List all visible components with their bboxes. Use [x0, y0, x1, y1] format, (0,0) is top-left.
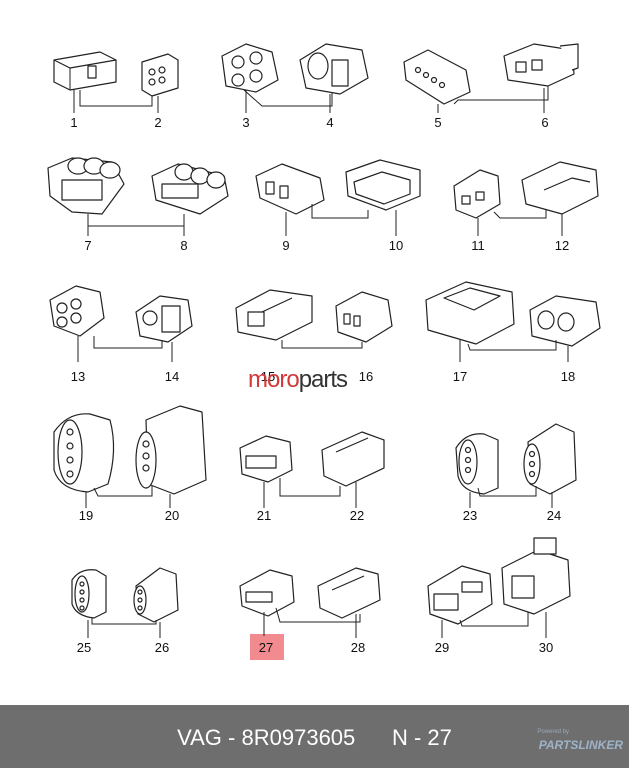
part-25[interactable]: [71, 569, 107, 619]
part-15[interactable]: [235, 289, 313, 341]
part-13[interactable]: [49, 285, 105, 337]
provider-prefix: Powered by: [537, 729, 569, 735]
part-27[interactable]: [239, 569, 295, 617]
part-4[interactable]: [299, 43, 369, 95]
label-19: 19: [79, 508, 93, 523]
label-8: 8: [180, 238, 187, 253]
label-20: 20: [165, 508, 179, 523]
footer-part-info: VAG - 8R0973605 N - 27: [0, 725, 629, 751]
label-27: 27: [259, 640, 273, 655]
part-20[interactable]: [135, 405, 207, 495]
label-3: 3: [242, 115, 249, 130]
connector-diagram: 1 2 3 4 5 6 7 8 9 10 11 12 13 14 15 16 1…: [47, 43, 601, 655]
part-30[interactable]: [501, 537, 571, 615]
part-1[interactable]: [53, 51, 117, 91]
part-19[interactable]: [53, 413, 115, 493]
part-9[interactable]: [255, 163, 325, 215]
part-12[interactable]: [521, 161, 599, 215]
label-6: 6: [541, 115, 548, 130]
label-22: 22: [350, 508, 364, 523]
footer-brand: VAG: [177, 725, 222, 750]
part-17[interactable]: [425, 281, 515, 345]
provider-logo: PARTSLINKER: [538, 738, 623, 752]
label-24: 24: [547, 508, 561, 523]
part-8[interactable]: [151, 163, 229, 215]
label-5: 5: [434, 115, 441, 130]
part-3[interactable]: [221, 43, 279, 93]
label-25: 25: [77, 640, 91, 655]
part-6[interactable]: [503, 43, 579, 87]
label-9: 9: [282, 238, 289, 253]
part-23[interactable]: [455, 433, 499, 495]
watermark-part1: moro: [248, 366, 300, 393]
label-28: 28: [351, 640, 365, 655]
label-11: 11: [471, 238, 485, 253]
label-4: 4: [326, 115, 333, 130]
part-7[interactable]: [47, 157, 125, 215]
label-23: 23: [463, 508, 477, 523]
label-21: 21: [257, 508, 271, 523]
footer-gap: [361, 725, 385, 750]
part-24[interactable]: [523, 423, 577, 495]
label-15: 15: [261, 369, 275, 384]
label-16: 16: [359, 369, 373, 384]
label-7: 7: [84, 238, 91, 253]
label-29: 29: [435, 640, 449, 655]
part-18[interactable]: [529, 295, 601, 347]
part-10[interactable]: [345, 159, 421, 211]
label-10: 10: [389, 238, 403, 253]
label-14: 14: [165, 369, 179, 384]
part-22[interactable]: [321, 431, 385, 487]
watermark-logo: moroparts: [248, 366, 348, 394]
part-26[interactable]: [133, 567, 179, 623]
part-14[interactable]: [135, 295, 193, 343]
footer-part-number: 8R0973605: [241, 725, 356, 750]
label-1: 1: [70, 115, 77, 130]
part-21[interactable]: [239, 435, 293, 483]
part-28[interactable]: [317, 567, 381, 619]
highlight-part-27: [250, 634, 284, 660]
footer-position: N - 27: [391, 725, 452, 750]
label-17: 17: [453, 369, 467, 384]
part-16[interactable]: [335, 291, 393, 343]
part-29[interactable]: [427, 565, 493, 625]
footer-bar: VAG - 8R0973605 N - 27 Powered by PARTSL…: [0, 705, 629, 768]
part-11[interactable]: [453, 169, 501, 219]
label-12: 12: [555, 238, 569, 253]
watermark-part2: parts: [298, 366, 348, 393]
label-18: 18: [561, 369, 575, 384]
part-5[interactable]: [403, 49, 471, 105]
footer-dash: -: [228, 725, 242, 750]
label-2: 2: [154, 115, 161, 130]
label-30: 30: [539, 640, 553, 655]
part-2[interactable]: [141, 53, 179, 97]
label-26: 26: [155, 640, 169, 655]
label-13: 13: [71, 369, 85, 384]
